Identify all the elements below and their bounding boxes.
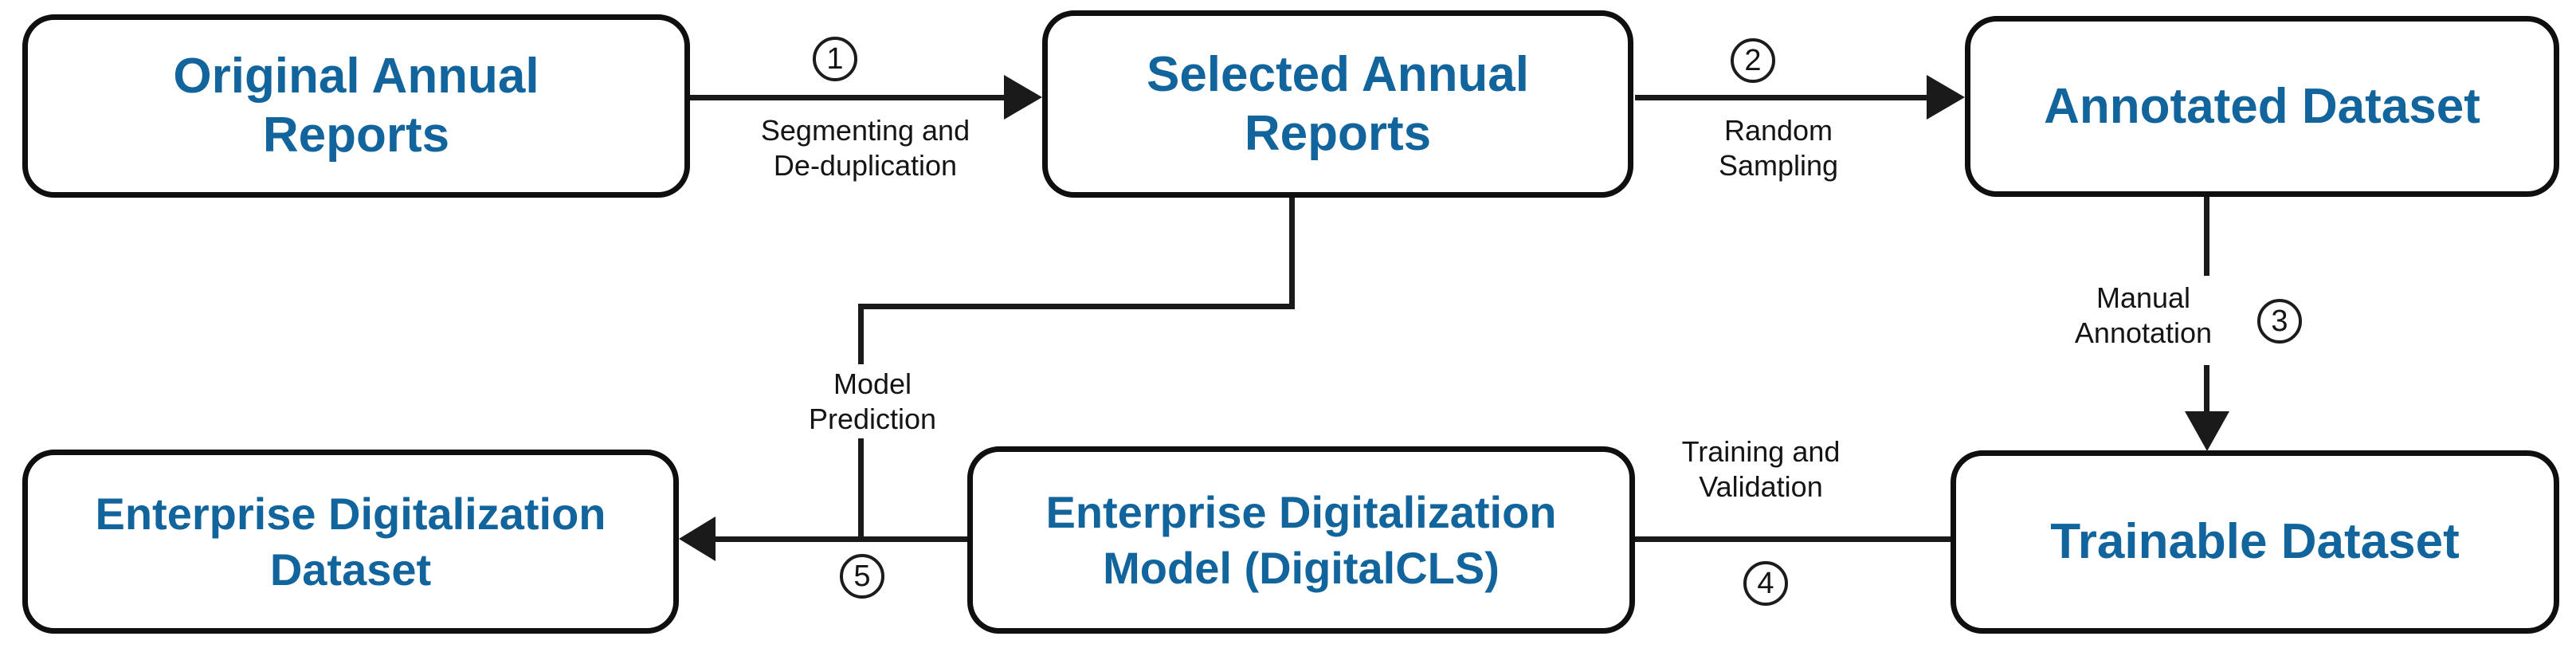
node-annotated-dataset: Annotated Dataset: [1965, 16, 2559, 197]
step4-label: Training and Validation: [1681, 435, 1841, 503]
connector4-line: [1635, 536, 1951, 542]
prediction-feed-line-upper: [858, 304, 864, 364]
node-selected-annual-reports: Selected Annual Reports: [1042, 10, 1633, 198]
step1-label: Segmenting and De-duplication: [760, 114, 970, 182]
arrow1-right-arrowhead-icon: [1004, 75, 1042, 120]
node-enterprise-digitalization-dataset: Enterprise Digitalization Dataset: [22, 450, 679, 634]
step4-circled-number: 4: [1743, 561, 1788, 606]
node-trainable-dataset: Trainable Dataset: [1951, 450, 2559, 634]
arrow3-line-lower: [2204, 365, 2209, 414]
step5-label: Model Prediction: [808, 367, 937, 435]
prediction-feed-line-lower: [858, 438, 864, 542]
arrow2-right-arrowhead-icon: [1927, 75, 1965, 120]
node-enterprise-digitalization-model: Enterprise Digitalization Model (Digital…: [967, 446, 1635, 634]
arrow5-line: [712, 536, 967, 542]
arrow5-left-arrowhead-icon: [679, 516, 716, 561]
arrow3-line-upper: [2204, 197, 2209, 276]
selected-reports-feed-line-vertical: [1289, 198, 1295, 307]
step5-circled-number: 5: [840, 554, 884, 599]
arrow2-line: [1635, 95, 1930, 100]
step2-label: Random Sampling: [1718, 114, 1839, 182]
step3-circled-number: 3: [2257, 299, 2302, 344]
step1-circled-number: 1: [813, 37, 857, 81]
node-original-annual-reports: Original Annual Reports: [22, 14, 690, 198]
selected-reports-feed-line-elbow: [858, 304, 1295, 309]
step3-label: Manual Annotation: [2074, 281, 2213, 349]
arrow3-down-arrowhead-icon: [2185, 411, 2229, 451]
step2-circled-number: 2: [1731, 38, 1775, 83]
arrow1-line: [690, 95, 1007, 100]
